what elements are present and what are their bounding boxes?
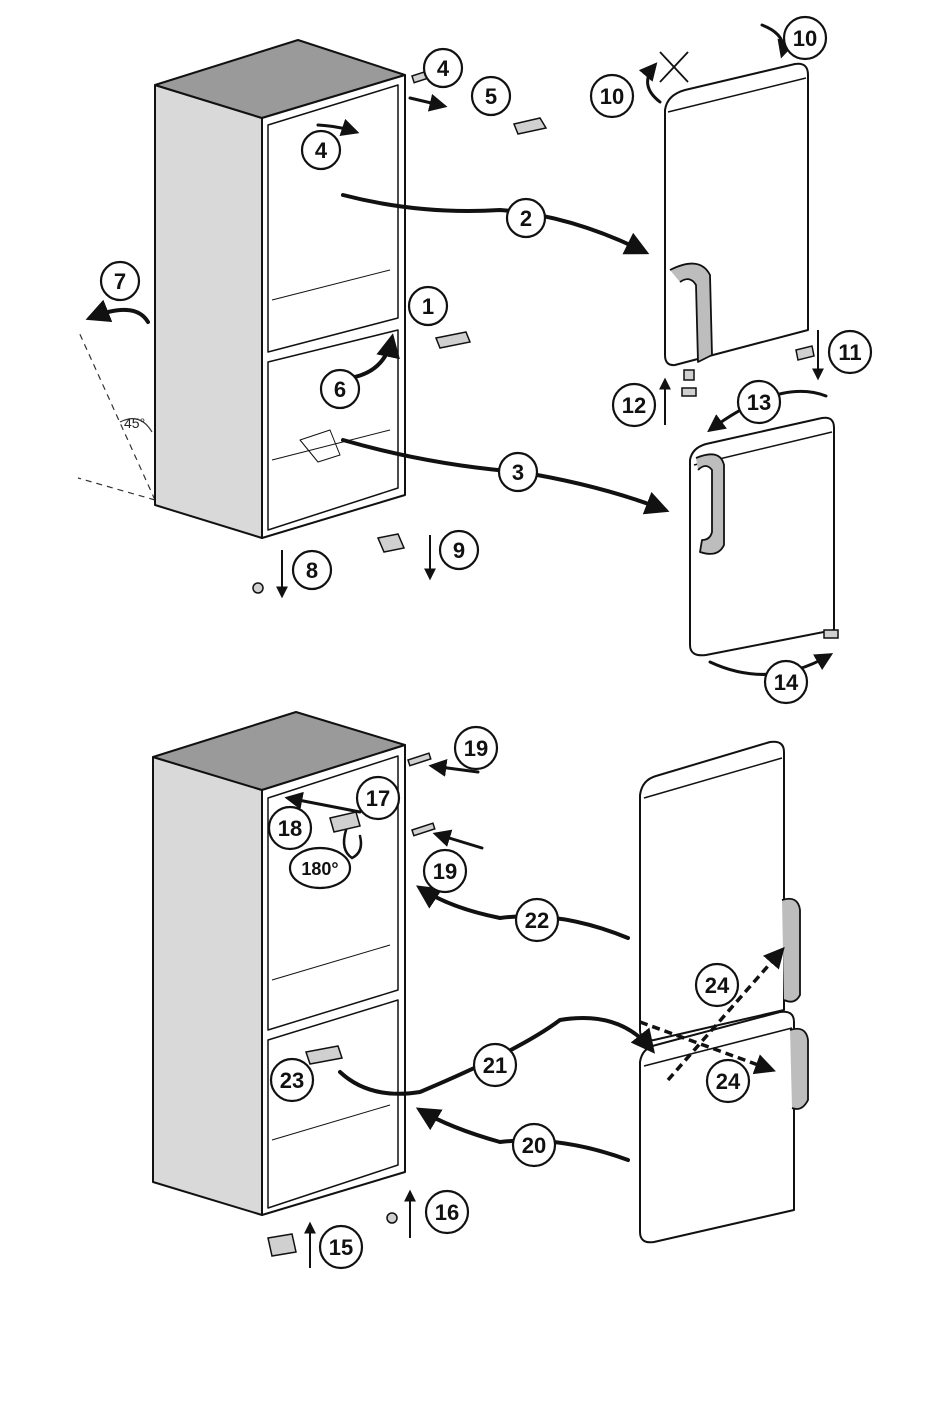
step-label: 8 [306, 558, 318, 583]
step-label: 2 [520, 206, 532, 231]
arrow-plug-side [436, 834, 482, 848]
step-callout: 1 [409, 287, 447, 325]
step-callout: 24 [696, 964, 738, 1006]
lower-bottom-door [640, 1012, 808, 1243]
step-label: 4 [315, 138, 328, 163]
cover-plug-side [412, 823, 435, 836]
step-label: 11 [838, 340, 861, 365]
hinge-pin-part [684, 370, 694, 380]
forbidden-mark [660, 52, 688, 82]
step-callout: 12 [613, 384, 655, 426]
step-callout: 22 [516, 899, 558, 941]
step-callout: 19 [424, 850, 466, 892]
arrow-cap-swap-right [762, 25, 783, 55]
bottom-hinge-part [378, 534, 404, 552]
arrow-tilt [90, 310, 148, 322]
middle-hinge-part [436, 332, 470, 348]
step-callout: 16 [426, 1191, 468, 1233]
door-stop-part [824, 630, 838, 638]
step-callout: 10 [784, 17, 826, 59]
step-callout: 6 [321, 370, 359, 408]
top-hinge-part [514, 118, 546, 134]
step-label: 15 [329, 1235, 353, 1260]
step-label: 10 [600, 84, 624, 109]
step-label: 17 [366, 786, 390, 811]
adjustable-foot-part [253, 583, 263, 593]
step-callout: 7 [101, 262, 139, 300]
arrow-top-hinge [410, 98, 444, 106]
step-label: 18 [278, 816, 302, 841]
step-callout: 11 [829, 331, 871, 373]
step-callout: 24 [707, 1060, 749, 1102]
step-callout: 19 [455, 727, 497, 769]
rotation-label: 180° [301, 859, 338, 879]
step-label: 6 [334, 377, 346, 402]
step-label: 16 [435, 1200, 459, 1225]
step-callout: 20 [513, 1124, 555, 1166]
step-label: 5 [485, 84, 497, 109]
step-callout: 3 [499, 453, 537, 491]
foot-mounted [387, 1213, 397, 1223]
step-callout: 17 [357, 777, 399, 819]
step-callout: 8 [293, 551, 331, 589]
upper-fridge-cabinet [155, 40, 405, 538]
step-label: 10 [793, 26, 817, 51]
step-callout: 15 [320, 1226, 362, 1268]
cover-plug-top [408, 753, 431, 766]
step-label: 19 [433, 859, 457, 884]
step-label: 23 [280, 1068, 304, 1093]
hinge-bracket-part [682, 388, 696, 396]
step-callout: 18 [269, 807, 311, 849]
upper-bottom-door [690, 418, 834, 656]
step-label: 14 [774, 670, 799, 695]
step-label: 20 [522, 1133, 546, 1158]
step-callout: 14 [765, 661, 807, 703]
step-label: 21 [483, 1053, 507, 1078]
bottom-hinge-mounted [268, 1234, 296, 1256]
step-callout: 10 [591, 75, 633, 117]
upper-top-door [665, 64, 808, 365]
step-callout: 21 [474, 1044, 516, 1086]
step-label: 1 [422, 294, 434, 319]
step-callout: 13 [738, 381, 780, 423]
step-callout: 23 [271, 1059, 313, 1101]
step-callout: 9 [440, 531, 478, 569]
step-label: 13 [747, 390, 771, 415]
rotation-callout: 180° [290, 848, 350, 888]
arrow-cap-swap-left [648, 65, 660, 102]
upper-panel: 45° [78, 25, 838, 674]
step-label: 7 [114, 269, 126, 294]
step-label: 19 [464, 736, 488, 761]
swap-bracket-part [796, 346, 814, 360]
step-label: 12 [622, 393, 646, 418]
tilt-angle-label: 45° [124, 415, 145, 431]
step-callout: 4 [424, 49, 462, 87]
step-label: 4 [437, 56, 450, 81]
step-callout: 2 [507, 199, 545, 237]
step-label: 24 [716, 1069, 741, 1094]
step-label: 9 [453, 538, 465, 563]
step-label: 22 [525, 908, 549, 933]
step-callout: 4 [302, 131, 340, 169]
step-label: 3 [512, 460, 524, 485]
step-callout: 5 [472, 77, 510, 115]
step-label: 24 [705, 973, 730, 998]
